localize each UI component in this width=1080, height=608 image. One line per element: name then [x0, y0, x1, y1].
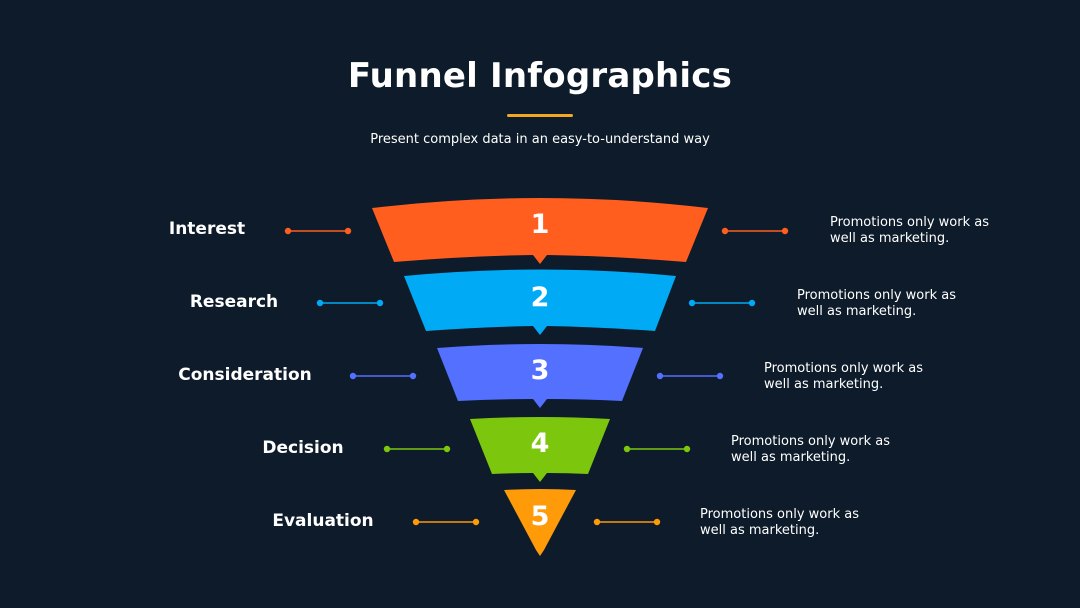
connector-dot-right-3a [656, 372, 664, 380]
stage-number-4: 4 [531, 428, 550, 459]
stage-number-1: 1 [531, 209, 550, 240]
connector-dot-left-5b [472, 518, 480, 526]
title-underline [507, 114, 573, 117]
stage-description-research: Promotions only work as well as marketin… [797, 288, 957, 319]
stage-description-evaluation: Promotions only work as well as marketin… [700, 507, 860, 538]
stage-label-evaluation: Evaluation [272, 511, 374, 531]
connector-dot-right-4b [683, 445, 691, 453]
connector-dot-left-5a [412, 518, 420, 526]
connector-dot-right-2b [748, 299, 756, 307]
page-title: Funnel Infographics [347, 56, 733, 96]
connector-dot-left-2a [316, 299, 324, 307]
stage-description-consideration: Promotions only work as well as marketin… [764, 361, 924, 392]
stage-label-consideration: Consideration [178, 365, 312, 385]
funnel-segment-3 [437, 344, 643, 408]
stage-number-2: 2 [531, 282, 550, 313]
connector-dot-right-4a [623, 445, 631, 453]
connector-dot-left-1a [284, 227, 292, 235]
connector-dot-right-5a [593, 518, 601, 526]
stage-number-3: 3 [531, 355, 550, 386]
connector-dot-left-2b [376, 299, 384, 307]
stage-description-decision: Promotions only work as well as marketin… [731, 434, 891, 465]
stage-description-interest: Promotions only work as well as marketin… [830, 215, 990, 246]
funnel-segment-5 [504, 489, 576, 556]
connector-dot-left-4a [383, 445, 391, 453]
funnel-segment-2 [404, 269, 676, 335]
connector-dot-right-2a [688, 299, 696, 307]
connector-dot-right-1b [781, 227, 789, 235]
funnel-segment-1 [372, 198, 708, 264]
connector-dot-left-4b [443, 445, 451, 453]
connector-dot-right-1a [721, 227, 729, 235]
connector-dot-right-3b [716, 372, 724, 380]
stage-number-5: 5 [531, 501, 550, 532]
stage-label-decision: Decision [262, 438, 344, 458]
connector-dot-left-3a [349, 372, 357, 380]
connector-dot-left-1b [344, 227, 352, 235]
page-subtitle: Present complex data in an easy-to-under… [370, 132, 710, 147]
connector-dot-right-5b [653, 518, 661, 526]
stage-label-interest: Interest [168, 219, 246, 239]
connector-dot-left-3b [409, 372, 417, 380]
funnel-segment-4 [470, 417, 610, 482]
stage-label-research: Research [189, 292, 279, 312]
